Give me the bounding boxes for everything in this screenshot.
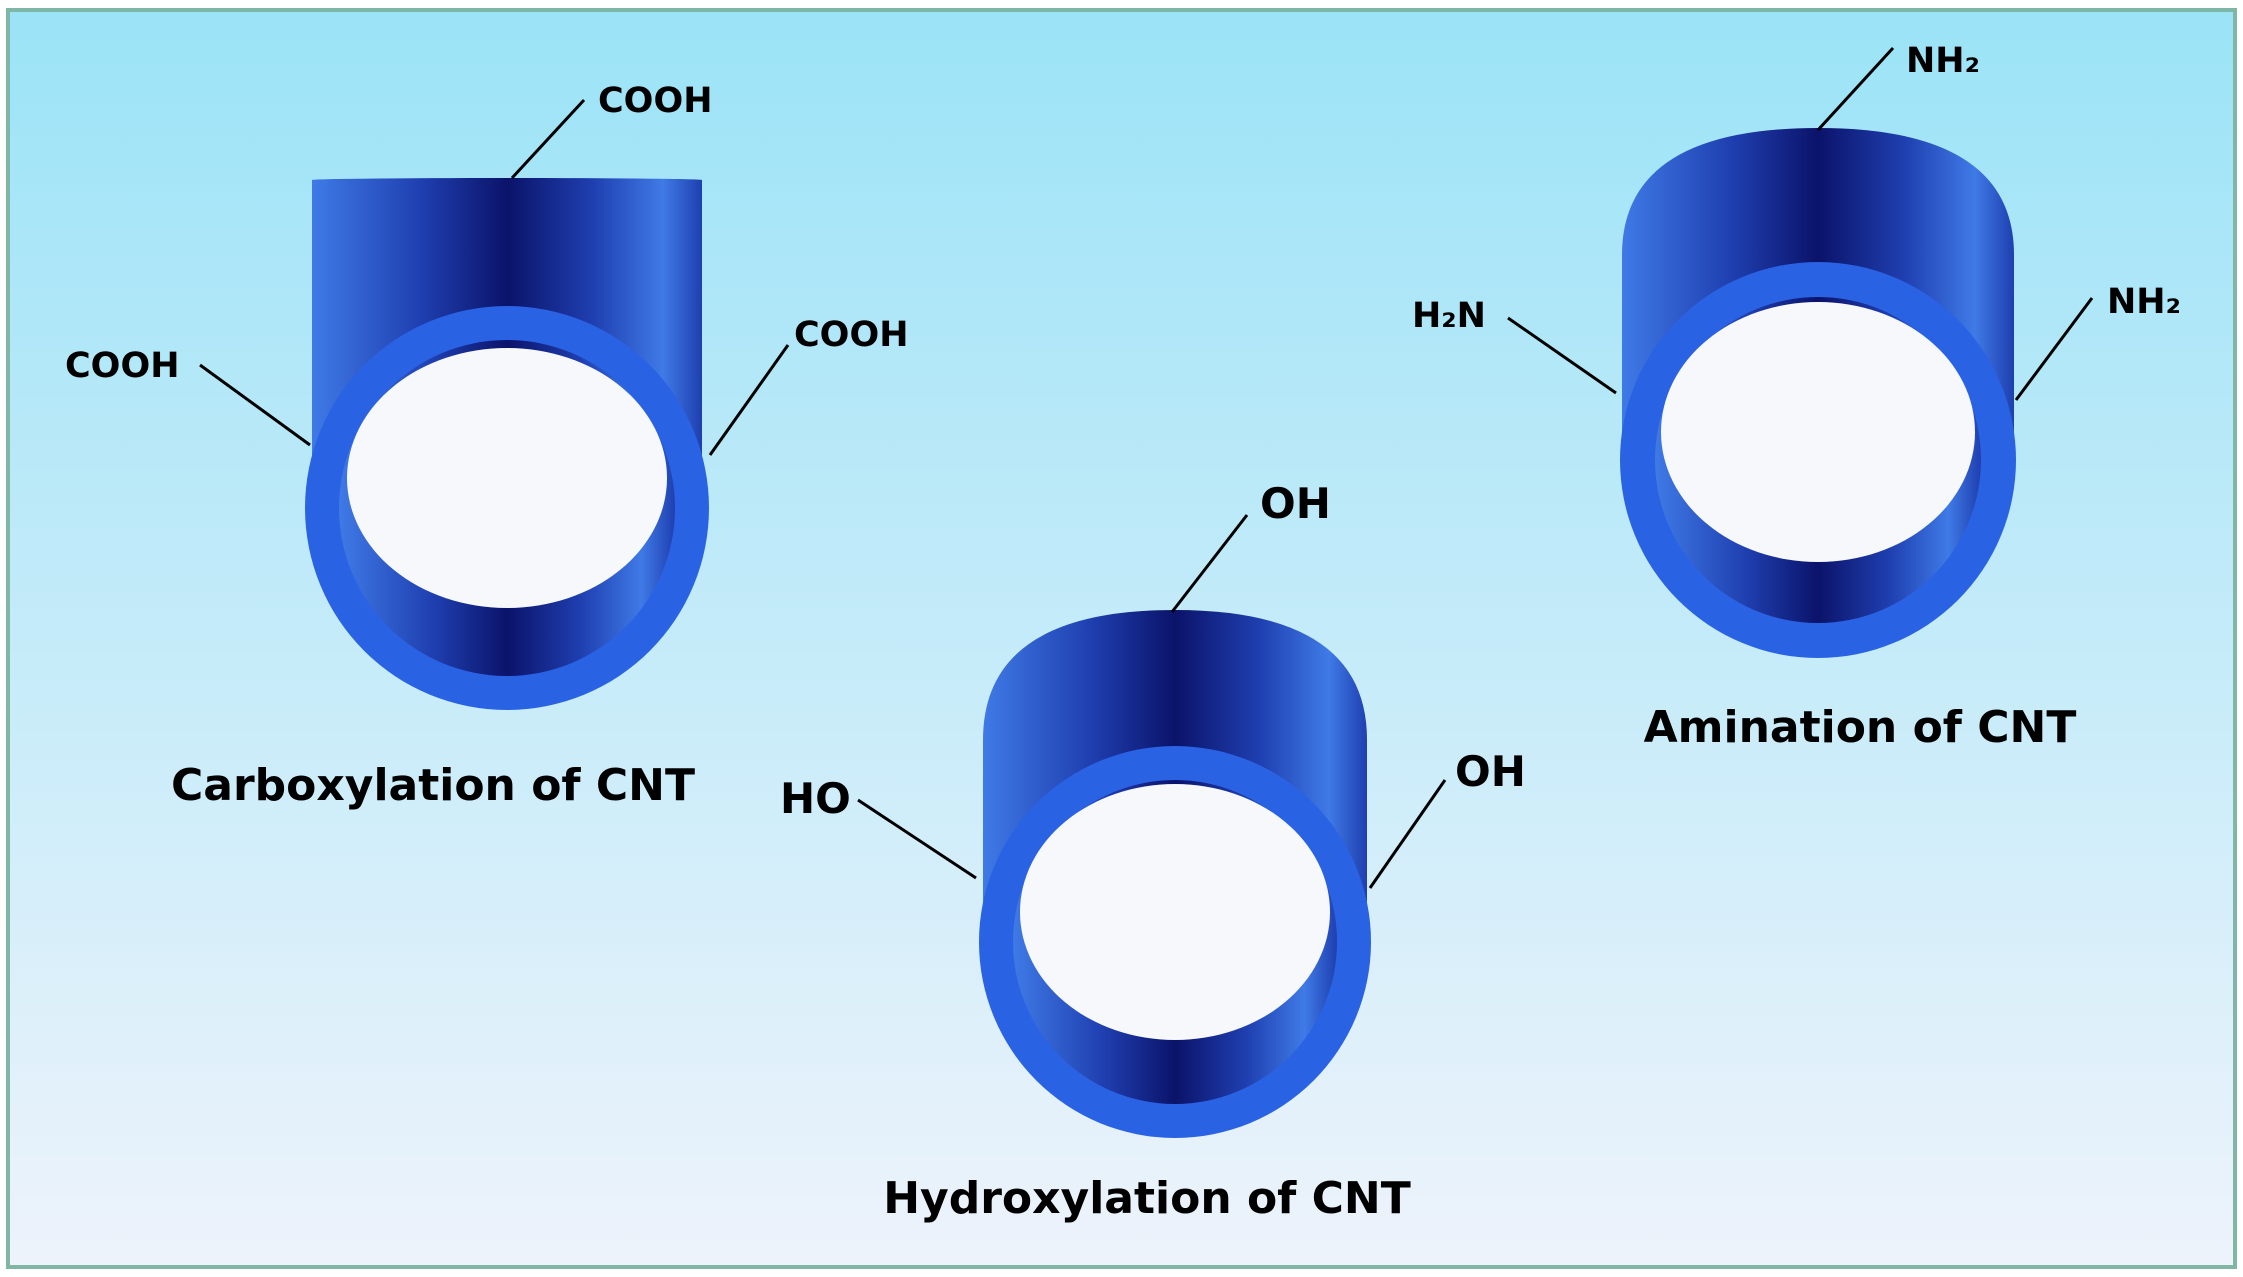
functional-group-label: NH₂ — [1906, 41, 1980, 81]
tube-title: Hydroxylation of CNT — [883, 1173, 1411, 1224]
tube-hole — [1661, 302, 1975, 562]
leader-line — [199, 363, 311, 447]
tube-hydroxylation: OH HO OH Hydroxylation of CNT — [780, 479, 1526, 1224]
tube-top-dome — [312, 178, 702, 310]
tube-title: Amination of CNT — [1644, 702, 2077, 753]
leader-line — [857, 798, 977, 880]
tube-amination: NH₂ H₂N NH₂ Amination of CNT — [1412, 41, 2181, 753]
functional-group-label: H₂N — [1412, 296, 1486, 336]
functional-group-label: HO — [780, 774, 851, 823]
leader-line — [1816, 46, 1895, 132]
functional-group-label: COOH — [65, 346, 180, 386]
functional-group-label: OH — [1260, 479, 1331, 528]
tube-carboxylation: COOH COOH COOH Carboxylation of CNT — [65, 81, 909, 811]
leader-line — [1170, 514, 1249, 613]
tube-hole — [1020, 784, 1330, 1040]
leader-line — [1507, 316, 1617, 395]
tube-hole — [347, 348, 667, 608]
leader-line — [2014, 297, 2094, 401]
leader-line — [1368, 779, 1447, 889]
functional-group-label: COOH — [598, 81, 713, 121]
functional-group-label: NH₂ — [2107, 282, 2181, 322]
leader-line — [708, 344, 790, 456]
functional-group-label: COOH — [794, 315, 909, 355]
functional-group-label: OH — [1455, 747, 1526, 796]
tube-title: Carboxylation of CNT — [171, 760, 695, 811]
leader-line — [510, 98, 586, 180]
